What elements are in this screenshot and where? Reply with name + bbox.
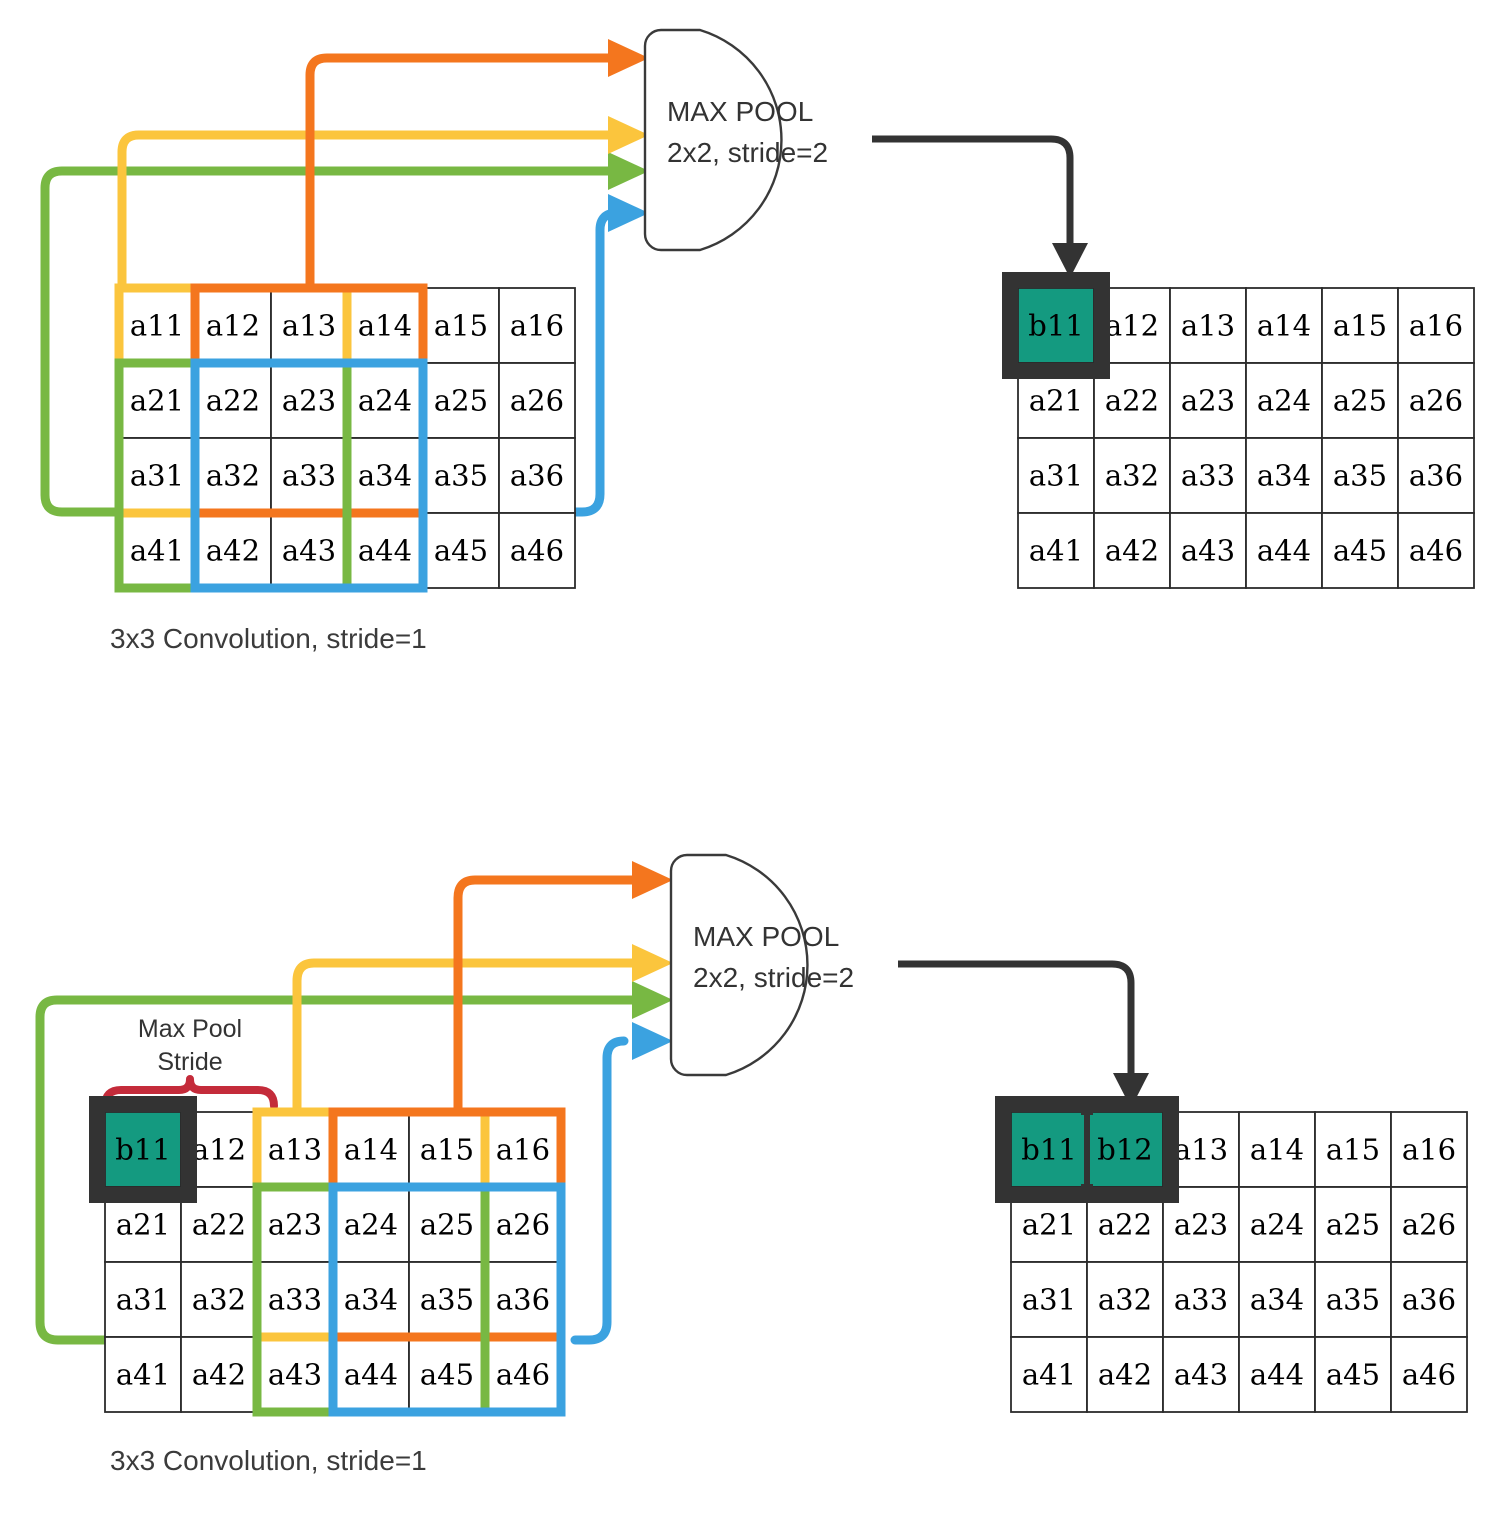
output-bottom-cell-label-a31: a31: [1022, 1283, 1076, 1317]
input-bottom-cell-label-a21: a21: [116, 1208, 170, 1242]
output-bottom-cell-label-a23: a23: [1174, 1208, 1228, 1242]
input-bottom-cell-label-a34: a34: [344, 1283, 398, 1317]
input-bottom-cell-label-a16: a16: [496, 1133, 550, 1167]
input-bottom-cell-label-a43: a43: [268, 1358, 322, 1392]
input-bottom-cell-label-a42: a42: [192, 1358, 246, 1392]
output-bottom-cell-label-a33: a33: [1174, 1283, 1228, 1317]
output-bottom-cell-label-a36: a36: [1402, 1283, 1456, 1317]
output-bottom-cell-label-a35: a35: [1326, 1283, 1380, 1317]
output-bottom-cell-label-a34: a34: [1250, 1283, 1304, 1317]
input-bottom-cell-label-a31: a31: [116, 1283, 170, 1317]
output-bottom-cell-label-a45: a45: [1326, 1358, 1380, 1392]
input-bottom-cell-label-a13: a13: [268, 1133, 322, 1167]
output-bottom-filled-label-b11: b11: [1021, 1133, 1076, 1167]
input-bottom-cell-label-a24: a24: [344, 1208, 398, 1242]
input-bottom-cell-label-a32: a32: [192, 1283, 246, 1317]
max-pool-label-line2-bottom: 2x2, stride=2: [693, 962, 854, 993]
yellow-arrowhead-bottom: [632, 944, 673, 982]
input-bottom-cell-label-a46: a46: [496, 1358, 550, 1392]
input-bottom-cell-label-a23: a23: [268, 1208, 322, 1242]
output-bottom-cell-label-a21: a21: [1022, 1208, 1076, 1242]
input-bottom-cell-label-a33: a33: [268, 1283, 322, 1317]
input-grid-bottom: b11 a12 a13 a14 a15 a16 a21 a22 a23 a24 a25 a26 a31 a…: [97, 1104, 561, 1412]
output-grid-bottom: b11 b12 a13 a14 a15 a16 a21 a22 a23 a24 a25 a26 a31 a…: [1003, 1104, 1467, 1412]
input-bottom-cell-label-a41: a41: [116, 1358, 170, 1392]
output-bottom-cell-label-a13: a13: [1174, 1133, 1228, 1167]
output-bottom-cell-label-a42: a42: [1098, 1358, 1152, 1392]
output-bottom-cell-label-a44: a44: [1250, 1358, 1304, 1392]
output-bottom-cell-label-a22: a22: [1098, 1208, 1152, 1242]
yellow-connector-bottom: [297, 963, 640, 1112]
input-bottom-cell-label-a35: a35: [420, 1283, 474, 1317]
output-bottom-cell-label-a26: a26: [1402, 1208, 1456, 1242]
caption-bottom: 3x3 Convolution, stride=1: [110, 1445, 427, 1476]
output-bottom-cell-label-a16: a16: [1402, 1133, 1456, 1167]
input-bottom-cell-label-a44: a44: [344, 1358, 398, 1392]
output-bottom-cell-label-a15: a15: [1326, 1133, 1380, 1167]
output-bottom-cell-label-a46: a46: [1402, 1358, 1456, 1392]
output-bottom-cell-label-a41: a41: [1022, 1358, 1076, 1392]
input-bottom-cell-label-a15: a15: [420, 1133, 474, 1167]
input-bottom-cell-label-a45: a45: [420, 1358, 474, 1392]
input-bottom-cell-label-a36: a36: [496, 1283, 550, 1317]
blue-connector-bottom: [575, 1041, 624, 1340]
blue-arrowhead-bottom: [632, 1022, 673, 1060]
green-arrowhead-bottom: [632, 981, 673, 1019]
output-bottom-filled-label-b12: b12: [1097, 1133, 1152, 1167]
output-grid-cells-bottom: b11 b12 a13 a14 a15 a16 a21 a22 a23 a24 a25 a26 a31 a…: [1003, 1104, 1467, 1412]
pool-output-connector-bottom: [898, 964, 1131, 1073]
input-bottom-cell-label-a26: a26: [496, 1208, 550, 1242]
input-bottom-cell-label-a22: a22: [192, 1208, 246, 1242]
input-bottom-cell-label-a25: a25: [420, 1208, 474, 1242]
max-pool-label-line1-bottom: MAX POOL: [693, 921, 839, 952]
output-bottom-cell-label-a25: a25: [1326, 1208, 1380, 1242]
brace-label-line1: Max Pool: [138, 1015, 242, 1043]
input-bottom-cell-label-a14: a14: [344, 1133, 398, 1167]
input-bottom-cell-label-a12: a12: [192, 1133, 246, 1167]
output-bottom-cell-label-a32: a32: [1098, 1283, 1152, 1317]
output-bottom-cell-label-a24: a24: [1250, 1208, 1304, 1242]
output-bottom-cell-label-a14: a14: [1250, 1133, 1304, 1167]
orange-arrowhead-bottom: [632, 861, 673, 899]
brace-label-line2: Stride: [157, 1048, 222, 1076]
output-bottom-cell-label-a43: a43: [1174, 1358, 1228, 1392]
input-bottom-filled-label-b11: b11: [115, 1133, 170, 1167]
